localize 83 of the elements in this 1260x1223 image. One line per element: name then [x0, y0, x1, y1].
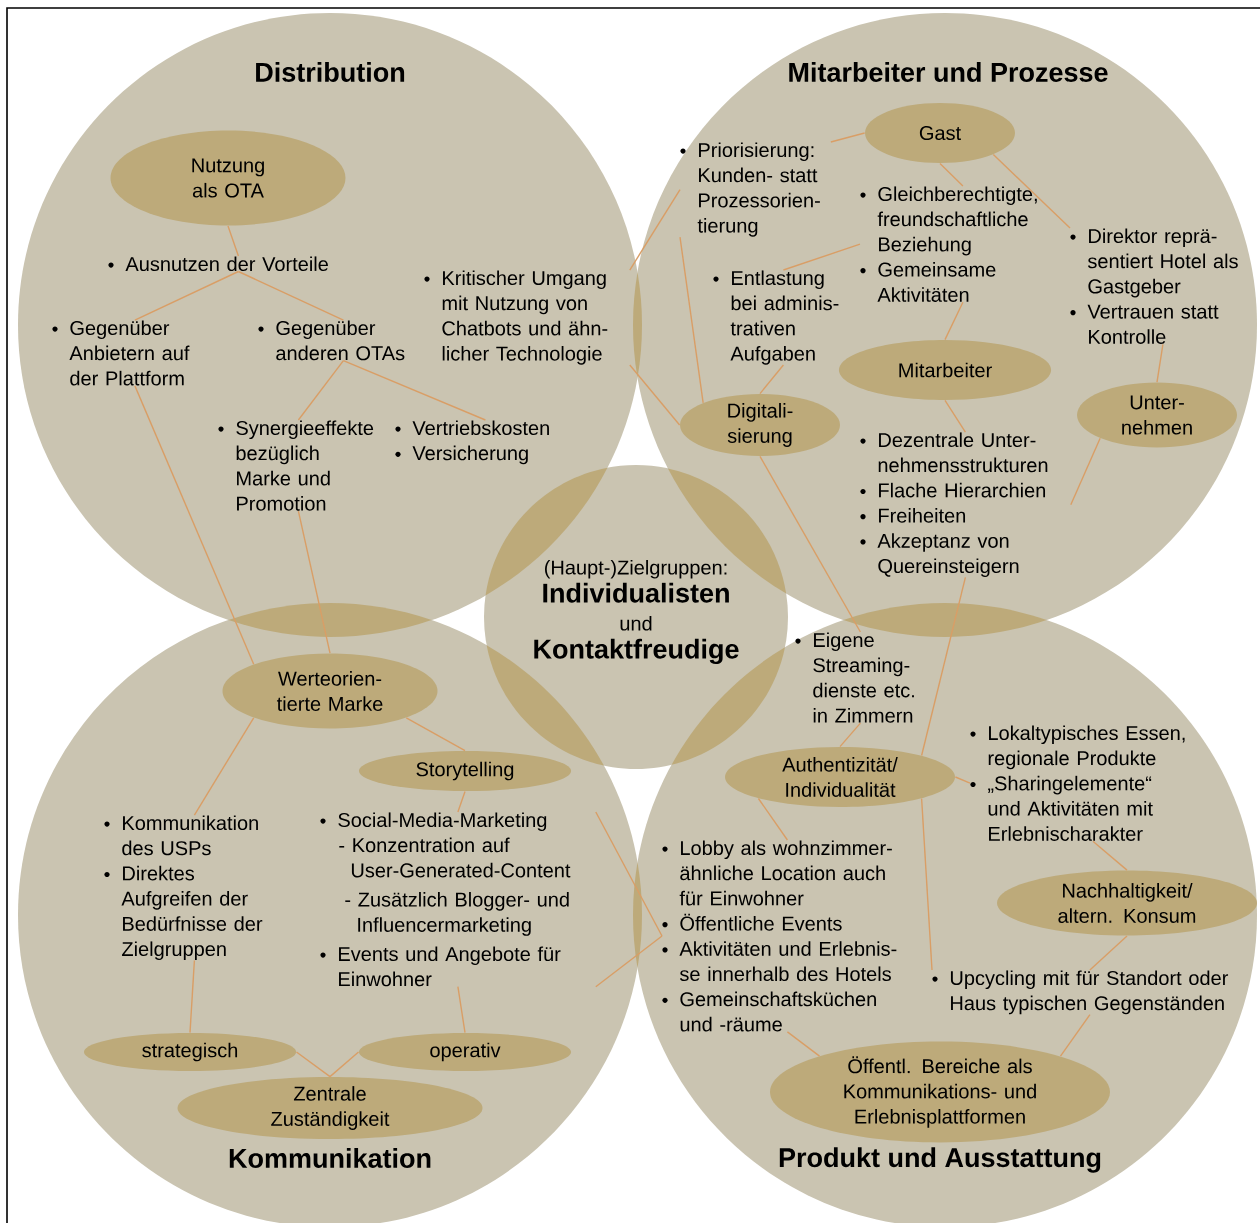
bullet-list: Direktor reprä- sentiert Hotel als Gastgeber Vertrauen statt Kontrolle	[1070, 228, 1238, 344]
node-label: Gleichberechtigte, freundschaftliche Beziehung	[877, 186, 1037, 256]
connector-line	[297, 510, 331, 654]
node-label: Lokaltypisches Essen, regionale Produkte	[988, 725, 1185, 770]
node-label: Direktor reprä- sentiert Hotel als Gastgeber	[1087, 228, 1238, 298]
bullet-list: Social-Media-Marketing - Konzentration auf User-Generated-Content - Zusätzlich Blogger- und Influencermarketing Events und Angebote für Einwohner	[320, 812, 571, 987]
node-label: Gemeinsame Aktivitäten	[877, 262, 996, 302]
connector-line	[782, 243, 861, 271]
node-label: Eigene Streaming- dienste etc. in Zimmern	[813, 632, 914, 723]
connector-line	[679, 236, 704, 404]
bullet-list: Lokaltypisches Essen, regionale Produkte „Sharingelemente“ und Aktivitäten mit Erlebnischarakter	[970, 725, 1185, 841]
node-label: Akzeptanz von Quereinsteigern	[877, 533, 1019, 578]
node-label: Aktivitäten und Erlebnis- se innerhalb des Hotels	[679, 941, 897, 982]
connector-line	[954, 776, 971, 784]
connector-line	[629, 188, 681, 271]
bullet-list: Dezentrale Unter- nehmensstrukturen Flache Hierarchien Freiheiten Akzeptanz von Quereinsteigern	[860, 432, 1048, 578]
node-label: - Zusätzlich Blogger- und Influencermarketing	[345, 892, 569, 936]
connector-line	[759, 364, 785, 395]
node-label: „Sharingelemente“ und Aktivitäten mit Erlebnischarakter	[988, 775, 1153, 841]
connector-line	[595, 811, 663, 937]
connector-line	[1156, 343, 1164, 383]
connector-line	[405, 717, 466, 752]
connector-line	[920, 797, 933, 971]
connector-line	[1092, 840, 1128, 871]
bullet-list: Ausnutzen der Vorteile	[108, 256, 328, 272]
node-label: Vertriebskosten	[412, 420, 549, 436]
circle-title: Mitarbeiter und Prozesse	[789, 62, 1108, 82]
bullet-list: Gleichberechtigte, freundschaftliche Beziehung Gemeinsame Aktivitäten	[860, 186, 1037, 302]
connector-line	[193, 717, 255, 816]
connector-line	[920, 576, 967, 757]
connector-line	[1089, 935, 1128, 971]
connector-line	[939, 162, 964, 187]
bullet-list: Entlastung bei adminis- trativen Aufgaben	[713, 270, 839, 365]
node-label: Kommunikation des USPs	[122, 815, 258, 856]
node-label: Flache Hierarchien	[879, 482, 1046, 498]
bullet-list: Kommunikation des USPs Direktes Aufgreifen der Bedürfnisse der Zielgruppen	[104, 815, 263, 961]
connector-line	[830, 132, 866, 143]
connector-line	[1059, 1013, 1091, 1057]
bullet-list: Gegenüber Anbietern auf der Plattform	[52, 320, 190, 386]
connector-line	[839, 722, 862, 748]
bullet-list: Vertriebskosten Versicherung	[395, 420, 549, 465]
node-label: Öffentliche Events	[680, 913, 842, 931]
node-label: Events und Angebote für Einwohner	[339, 946, 561, 987]
connector-line	[759, 455, 862, 633]
connector-line	[944, 301, 964, 341]
node-label: - Konzentration auf User-Generated-Content	[339, 837, 571, 878]
circle-label: (Haupt-)Zielgruppen: Individualisten und Kontaktfreudige	[534, 559, 739, 665]
circle-title: Produkt und Ausstattung	[779, 1147, 1101, 1173]
circle-title: Kommunikation	[229, 1148, 431, 1168]
node-label: Social-Media-Marketing	[338, 812, 547, 832]
connector-line	[457, 986, 466, 1034]
connector-line	[944, 399, 967, 433]
circle-title: Distribution	[256, 62, 405, 82]
bullet-list: Priorisierung: Kunden- statt Prozessorien- tierung	[680, 142, 820, 237]
node-label: Lobby als wohnzimmer- ähnliche Location auch für Einwohner	[679, 840, 892, 906]
bullet-list: Synergieeffekte bezüglich Marke und Promotion	[218, 420, 374, 511]
connector-line	[134, 385, 255, 665]
connector-line	[329, 1051, 360, 1078]
connector-line	[227, 225, 240, 257]
node-label: Direktes Aufgreifen der Bedürfnisse der Zielgruppen	[121, 865, 263, 961]
connector-line	[595, 935, 663, 988]
connector-line	[1070, 437, 1101, 506]
node-label: Freiheiten	[879, 508, 966, 523]
connector-line	[457, 790, 466, 813]
bullet-list: Gegenüber anderen OTAs	[258, 320, 405, 361]
connector-line	[189, 959, 196, 1034]
connector-line	[757, 797, 789, 841]
bullet-list: Kritischer Umgang mit Nutzung von Chatbots und ähn- licher Technologie	[424, 270, 608, 365]
connector-line	[786, 1031, 821, 1057]
node-label: Versicherung	[412, 445, 528, 465]
bullet-list: Lobby als wohnzimmer- ähnliche Location auch für Einwohner Öffentliche Events Aktivitäten und Erlebnis- se innerhalb des Hotels Gemeinschaftsküchen und -räume	[662, 840, 897, 1032]
connector-line	[992, 153, 1071, 229]
node-label: Gemeinschaftsküchen und -räume	[680, 991, 876, 1032]
connector-line	[134, 270, 240, 321]
connector-line	[237, 270, 345, 321]
bullet-list: Eigene Streaming- dienste etc. in Zimmern	[795, 632, 914, 723]
connector-line	[297, 360, 345, 421]
connector-line	[342, 360, 487, 421]
connector-line	[295, 1051, 331, 1078]
bullet-list: Upcycling mit für Standort oder Haus typischen Gegenständen	[932, 970, 1229, 1015]
connector-line	[629, 364, 681, 426]
node-label: Vertrauen statt Kontrolle	[1087, 304, 1219, 344]
node-label: Dezentrale Unter- nehmensstrukturen	[878, 432, 1048, 473]
